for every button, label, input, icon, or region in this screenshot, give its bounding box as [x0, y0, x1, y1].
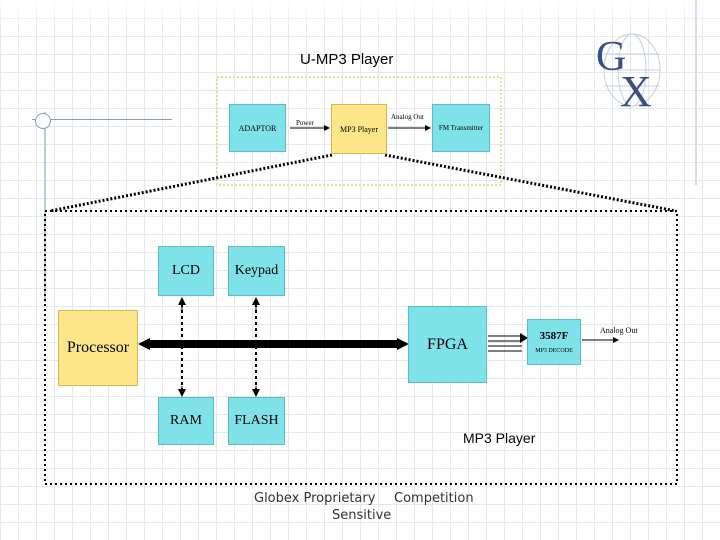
header-fade	[0, 0, 720, 28]
right-accent-line	[695, 0, 697, 185]
mp3-player-box: MP3 Player	[331, 104, 387, 154]
fpga-box: FPGA	[408, 306, 487, 383]
left-accent-rule	[32, 119, 172, 120]
left-accent-bar	[44, 112, 46, 302]
lcd-box: LCD	[158, 246, 214, 296]
analog-out-top-label: Analog Out	[391, 113, 424, 121]
footer-sensitive: Sensitive	[332, 508, 392, 523]
accent-ring-icon	[35, 113, 51, 129]
zoom-line-left	[49, 153, 333, 213]
footer-competition: Competition	[394, 491, 474, 506]
chip-label: 3587F	[539, 330, 569, 342]
mp3-player-caption: MP3 Player	[463, 430, 536, 446]
footer-proprietary: Globex Proprietary	[254, 491, 376, 506]
ram-box: RAM	[158, 397, 214, 445]
adaptor-box: ADAPTOR	[229, 104, 286, 152]
chip-sublabel: MP3 DECODE	[535, 348, 573, 354]
processor-box: Processor	[58, 310, 138, 386]
globex-gx-logo-icon: G X	[596, 33, 661, 110]
fm-transmitter-box: FM Transmitter	[432, 104, 490, 152]
svg-text:X: X	[620, 67, 652, 110]
power-label: Power	[296, 119, 314, 127]
keypad-box: Keypad	[228, 246, 285, 296]
analog-out-label: Analog Out	[600, 326, 638, 335]
top-container-border	[216, 76, 502, 186]
flash-box: FLASH	[228, 397, 285, 445]
zoom-line-right	[384, 153, 677, 213]
mp3-decoder-chip: 3587F MP3 DECODE	[527, 319, 581, 365]
slide-title: U-MP3 Player	[300, 51, 394, 68]
svg-text:G: G	[596, 34, 626, 80]
detail-container-border	[44, 210, 678, 485]
